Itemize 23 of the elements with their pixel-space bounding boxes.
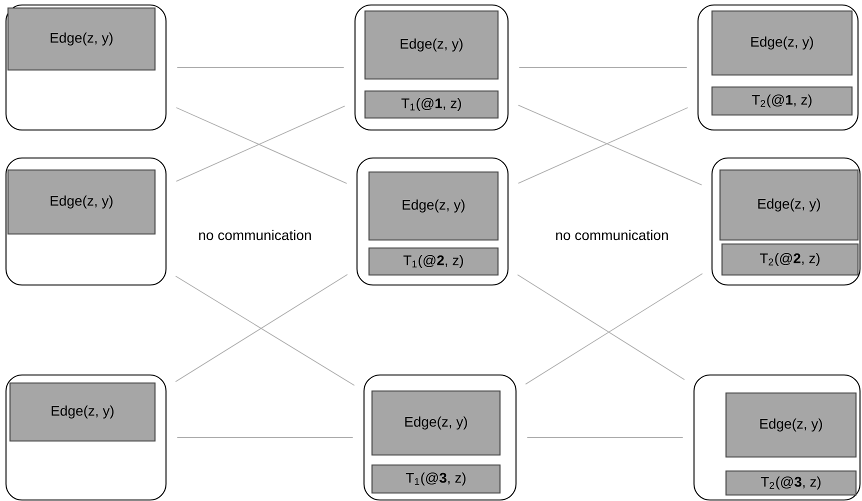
text-box: Edge(z, y) [371, 390, 501, 456]
text-box: T$_{1}$(@1, z) [364, 90, 499, 119]
text-box: Edge(z, y) [711, 10, 853, 76]
text-box: T$_{2}$(@1, z) [711, 86, 853, 116]
text-box: T$_{1}$(@3, z) [371, 464, 501, 494]
text-box: Edge(z, y) [368, 171, 499, 241]
text-box: T$_{2}$(@2, z) [721, 243, 859, 276]
text-box: Edge(z, y) [7, 169, 156, 235]
text-box: T$_{2}$(@3, z) [725, 470, 857, 496]
text-box: T$_{1}$(@2, z) [368, 247, 499, 276]
connector-line [518, 67, 688, 68]
annotation-text: no communication [199, 230, 311, 240]
text-box: Edge(z, y) [9, 382, 156, 442]
text-box: Edge(z, y) [364, 10, 499, 80]
text-box: Edge(z, y) [7, 7, 156, 71]
connector-line [176, 437, 354, 438]
text-box: Edge(z, y) [725, 392, 857, 458]
annotation-text: no communication [556, 230, 668, 240]
connector-line [176, 67, 344, 68]
connector-line [525, 273, 703, 385]
connector-line [526, 437, 684, 438]
text-box: Edge(z, y) [719, 169, 859, 241]
connector-line [517, 274, 685, 380]
